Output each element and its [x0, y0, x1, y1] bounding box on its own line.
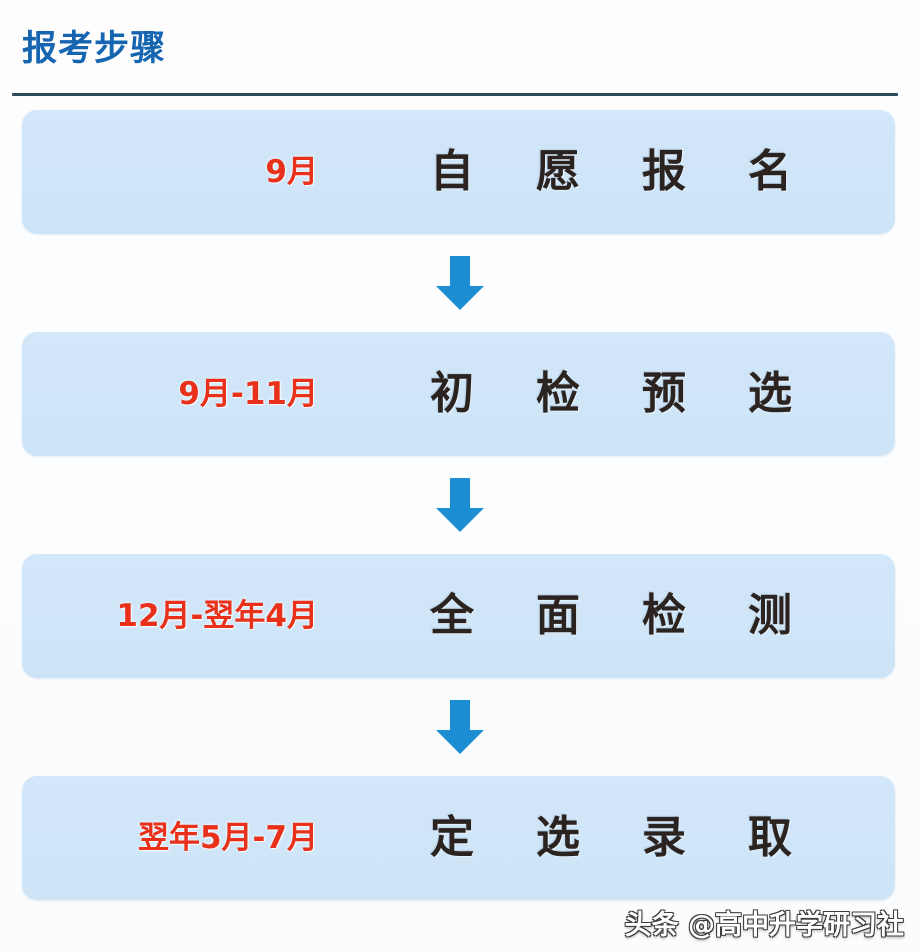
step-label-char: 名 [748, 146, 792, 197]
step-label-char: 选 [536, 812, 580, 863]
step-label-char: 检 [642, 590, 686, 641]
step-row: 12月-翌年4月 全 面 检 测 [0, 554, 920, 678]
step-period-4: 翌年5月-7月 [137, 819, 318, 856]
step-label-char: 选 [748, 368, 792, 419]
step-label-2: 初 检 预 选 [430, 332, 792, 456]
arrow-down-icon [434, 700, 486, 754]
step-label-char: 录 [642, 812, 686, 863]
arrow-down-icon [434, 478, 486, 532]
step-label-char: 自 [430, 146, 474, 197]
arrow-row [0, 234, 920, 332]
step-box-2[interactable]: 9月-11月 初 检 预 选 [22, 332, 895, 456]
step-label-char: 愿 [536, 146, 580, 197]
step-label-char: 测 [748, 590, 792, 641]
arrow-row [0, 678, 920, 776]
arrow-down-icon [434, 256, 486, 310]
title-divider [12, 93, 898, 96]
step-box-3[interactable]: 12月-翌年4月 全 面 检 测 [22, 554, 895, 678]
step-row: 9月 自 愿 报 名 [0, 110, 920, 234]
step-label-char: 取 [748, 812, 792, 863]
step-label-char: 报 [642, 146, 686, 197]
step-label-char: 检 [536, 368, 580, 419]
step-period-3: 12月-翌年4月 [116, 597, 318, 634]
steps-flowchart: 9月 自 愿 报 名 9月-11月 初 检 预 选 [0, 110, 920, 900]
step-label-char: 面 [536, 590, 580, 641]
step-box-1[interactable]: 9月 自 愿 报 名 [22, 110, 895, 234]
step-label-char: 初 [430, 368, 474, 419]
step-period-2: 9月-11月 [178, 375, 318, 412]
step-label-3: 全 面 检 测 [430, 554, 792, 678]
step-label-4: 定 选 录 取 [430, 776, 792, 900]
arrow-row [0, 456, 920, 554]
watermark: 头条 @高中升学研习社 [624, 910, 904, 941]
step-period-1: 9月 [265, 153, 318, 190]
page-header: 报考步骤 [0, 0, 920, 100]
step-box-4[interactable]: 翌年5月-7月 定 选 录 取 [22, 776, 895, 900]
step-label-1: 自 愿 报 名 [430, 110, 792, 234]
page-title: 报考步骤 [22, 29, 167, 69]
step-label-char: 定 [430, 812, 474, 863]
step-label-char: 预 [642, 368, 686, 419]
step-row: 9月-11月 初 检 预 选 [0, 332, 920, 456]
step-label-char: 全 [430, 590, 474, 641]
step-row: 翌年5月-7月 定 选 录 取 [0, 776, 920, 900]
